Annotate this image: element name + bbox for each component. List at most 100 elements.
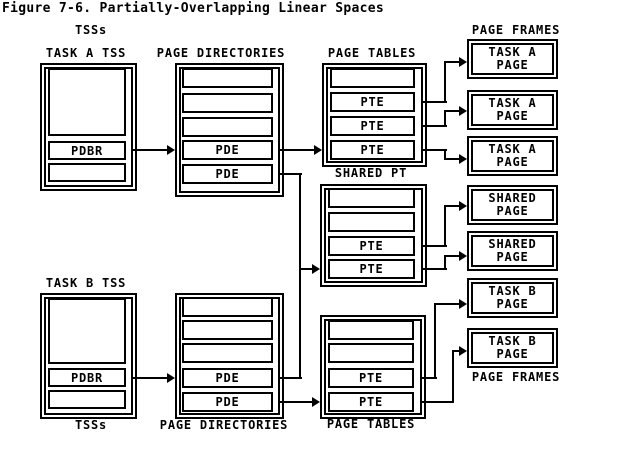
frame-text-line2: PAGE [496,297,529,311]
label-page-frames-top: PAGE FRAMES [471,23,561,37]
dir-a-row-3 [182,117,273,137]
tss-a-cell-empty-large [48,68,126,136]
connector-frame-a2-vline [444,110,446,127]
label-page-tables-top: PAGE TABLES [327,46,417,60]
page-frame-shared-1: SHARED PAGE [467,185,558,225]
pt-a-row-pte-3: PTE [330,140,415,160]
arrowhead-into-frame-a2-icon [459,106,467,116]
page-frame-task-b-1: TASK B PAGE [467,278,558,318]
label-page-tables-bottom: PAGE TABLES [326,417,416,431]
arrowhead-into-pt-b-icon [312,397,320,407]
connector-pt-b-pte2-out [422,401,454,403]
frame-text-line1: TASK B [488,334,537,348]
page-frame-shared-2: SHARED PAGE [467,231,558,271]
connector-dir-b-pde2-line [280,401,312,403]
dir-b-row-pde-1: PDE [182,368,273,388]
connector-frame-a3-vline [444,149,446,160]
frame-text-line2: PAGE [496,109,529,123]
connector-pt-a-pte1-out [423,101,447,103]
label-page-directories-top: PAGE DIRECTORIES [156,46,286,60]
page-directory-a-box: PDE PDE [175,63,284,197]
connector-shared-pte1-out [423,245,447,247]
shared-pt-row-empty-2 [328,212,415,232]
pt-b-row-empty-1 [328,320,414,340]
arrowhead-into-dir-a-icon [167,145,175,155]
label-task-b-tss: TASK B TSS [45,276,127,290]
shared-pt-row-pte-2: PTE [328,259,415,279]
dir-a-row-1 [182,68,273,88]
pt-b-row-pte-2: PTE [328,392,414,412]
dir-b-row-1 [182,297,273,317]
dir-a-row-2 [182,93,273,113]
arrowhead-into-shared-pt-icon [312,264,320,274]
page-frame-task-a-1: TASK A PAGE [467,39,558,79]
pt-b-row-pte-1: PTE [328,368,414,388]
tss-b-cell-pdbr: PDBR [48,368,126,387]
connector-frame-b2-vline [452,350,454,403]
connector-pt-a-pte2-out [423,125,447,127]
dir-b-row-2 [182,320,273,340]
pt-a-row-pte-1: PTE [330,92,415,112]
shared-pt-row-empty-1 [328,188,415,208]
tss-a-cell-empty [48,163,126,182]
arrowhead-into-frame-s1-icon [459,201,467,211]
label-page-directories-bottom: PAGE DIRECTORIES [159,418,289,432]
tss-a-cell-pdbr: PDBR [48,141,126,160]
page-table-b-box: PTE PTE [320,315,426,419]
frame-text-line1: TASK A [488,96,537,110]
connector-pt-a-pte3-out [423,149,447,151]
connector-frame-a2-in [446,110,459,112]
connector-dir-a-pde2-line [280,173,302,175]
frame-text-line1: TASK A [488,142,537,156]
label-task-a-tss: TASK A TSS [45,46,127,60]
page-frame-task-a-3: TASK A PAGE [467,136,558,176]
page-directory-b-box: PDE PDE [175,293,284,419]
frame-text-line2: PAGE [496,347,529,361]
connector-frame-s2-vline [444,255,446,270]
pt-a-row-empty [330,68,415,88]
figure-title: Figure 7-6. Partially-Overlapping Linear… [2,1,384,16]
frame-text-line1: SHARED [488,191,537,205]
task-a-tss-box: PDBR [40,63,137,191]
dir-a-row-pde-2: PDE [182,164,273,184]
arrowhead-into-frame-a3-icon [459,154,467,164]
arrowhead-into-frame-s2-icon [459,251,467,261]
connector-junction-to-shared-line [300,268,312,270]
shared-pt-row-pte-1: PTE [328,236,415,256]
frame-text-line2: PAGE [496,250,529,264]
arrowhead-into-frame-a1-icon [459,57,467,67]
connector-pt-b-pte1-out [422,377,437,379]
page-frame-task-a-2: TASK A PAGE [467,90,558,130]
arrowhead-into-frame-b1-icon [459,299,467,309]
frame-text-line2: PAGE [496,204,529,218]
shared-page-table-box: PTE PTE [320,184,427,287]
connector-frame-b2-in [454,350,459,352]
connector-pdbr-b-line [133,377,167,379]
tss-b-cell-empty [48,390,126,409]
connector-frame-a3-in [446,158,459,160]
frame-text-line2: PAGE [496,155,529,169]
connector-frame-b1-vline [434,303,436,379]
pt-b-row-empty-2 [328,343,414,363]
connector-frame-a1-vline [444,61,446,103]
label-tsss-bottom: TSSs [74,418,108,432]
page-table-a-box: PTE PTE PTE [322,63,427,167]
task-b-tss-box: PDBR [40,293,137,419]
connector-shared-junction-vline [299,173,301,379]
dir-b-row-3 [182,343,273,363]
connector-dir-b-pde1-line [280,377,302,379]
label-tsss-top: TSSs [74,23,108,37]
frame-text-line1: SHARED [488,237,537,251]
arrowhead-into-dir-b-icon [167,373,175,383]
pt-a-row-pte-2: PTE [330,116,415,136]
tss-b-cell-empty-large [48,298,126,364]
frame-text-line1: TASK A [488,45,537,59]
connector-frame-b1-in [436,303,459,305]
connector-pdbr-a-line [133,149,167,151]
connector-frame-a1-in [446,61,459,63]
connector-frame-s2-in [446,255,459,257]
arrowhead-into-frame-b2-icon [459,346,467,356]
dir-a-row-pde-1: PDE [182,140,273,160]
connector-shared-pte2-out [423,268,447,270]
